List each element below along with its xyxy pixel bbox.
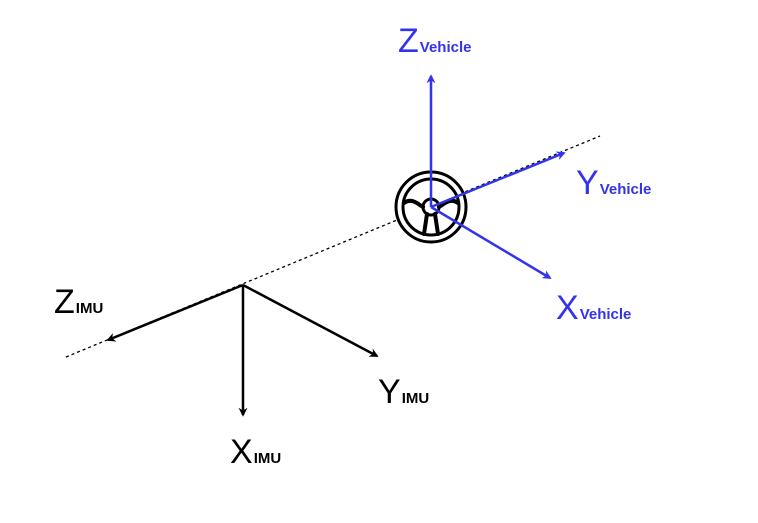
vehicle-z-label: ZVehicle <box>398 22 471 60</box>
imu-x-label: XIMU <box>230 433 281 471</box>
vehicle-x-axis-arrow <box>430 205 552 280</box>
vehicle-y-axis-arrow <box>430 151 566 209</box>
imu-y-axis-arrow <box>242 283 379 358</box>
vehicle-frame <box>426 74 566 280</box>
imu-z-label: ZIMU <box>54 283 103 321</box>
imu-frame <box>106 283 379 417</box>
imu-y-label: YIMU <box>378 373 429 411</box>
vehicle-y-label: YVehicle <box>576 164 651 202</box>
imu-z-axis-arrow <box>106 283 244 342</box>
vehicle-x-label: XVehicle <box>556 289 631 327</box>
